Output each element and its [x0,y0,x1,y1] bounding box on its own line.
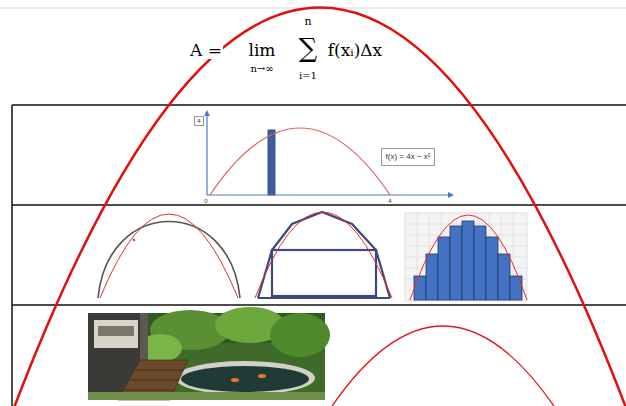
function-graph [204,110,454,198]
formula-part: n [303,16,312,28]
arc-shape [98,214,240,298]
formula-part: i=1 [298,70,318,81]
axis-value-box: 4 [194,116,203,127]
formula-part: n→∞ [249,63,274,74]
formula-part: A = [189,41,223,60]
formula-part: lim [248,41,277,60]
axis-label: 4 [388,198,391,205]
big-parabola [12,8,626,406]
formula-part: f(xᵢ)Δx [327,41,383,60]
small-parabola [328,326,558,406]
row-lines [12,105,626,406]
garden-pond-photo [88,307,330,400]
curve [210,128,390,195]
area-strip [268,130,275,195]
formula-part: ∑ [298,34,319,63]
axis-label: 0 [204,198,207,205]
polygon-shape [255,212,392,298]
node-text: 4 [197,118,200,125]
function-box: f(x) = 4x − x² [381,148,436,165]
node-text: f(x) = 4x − x² [386,152,431,161]
histogram-shape [405,213,527,301]
